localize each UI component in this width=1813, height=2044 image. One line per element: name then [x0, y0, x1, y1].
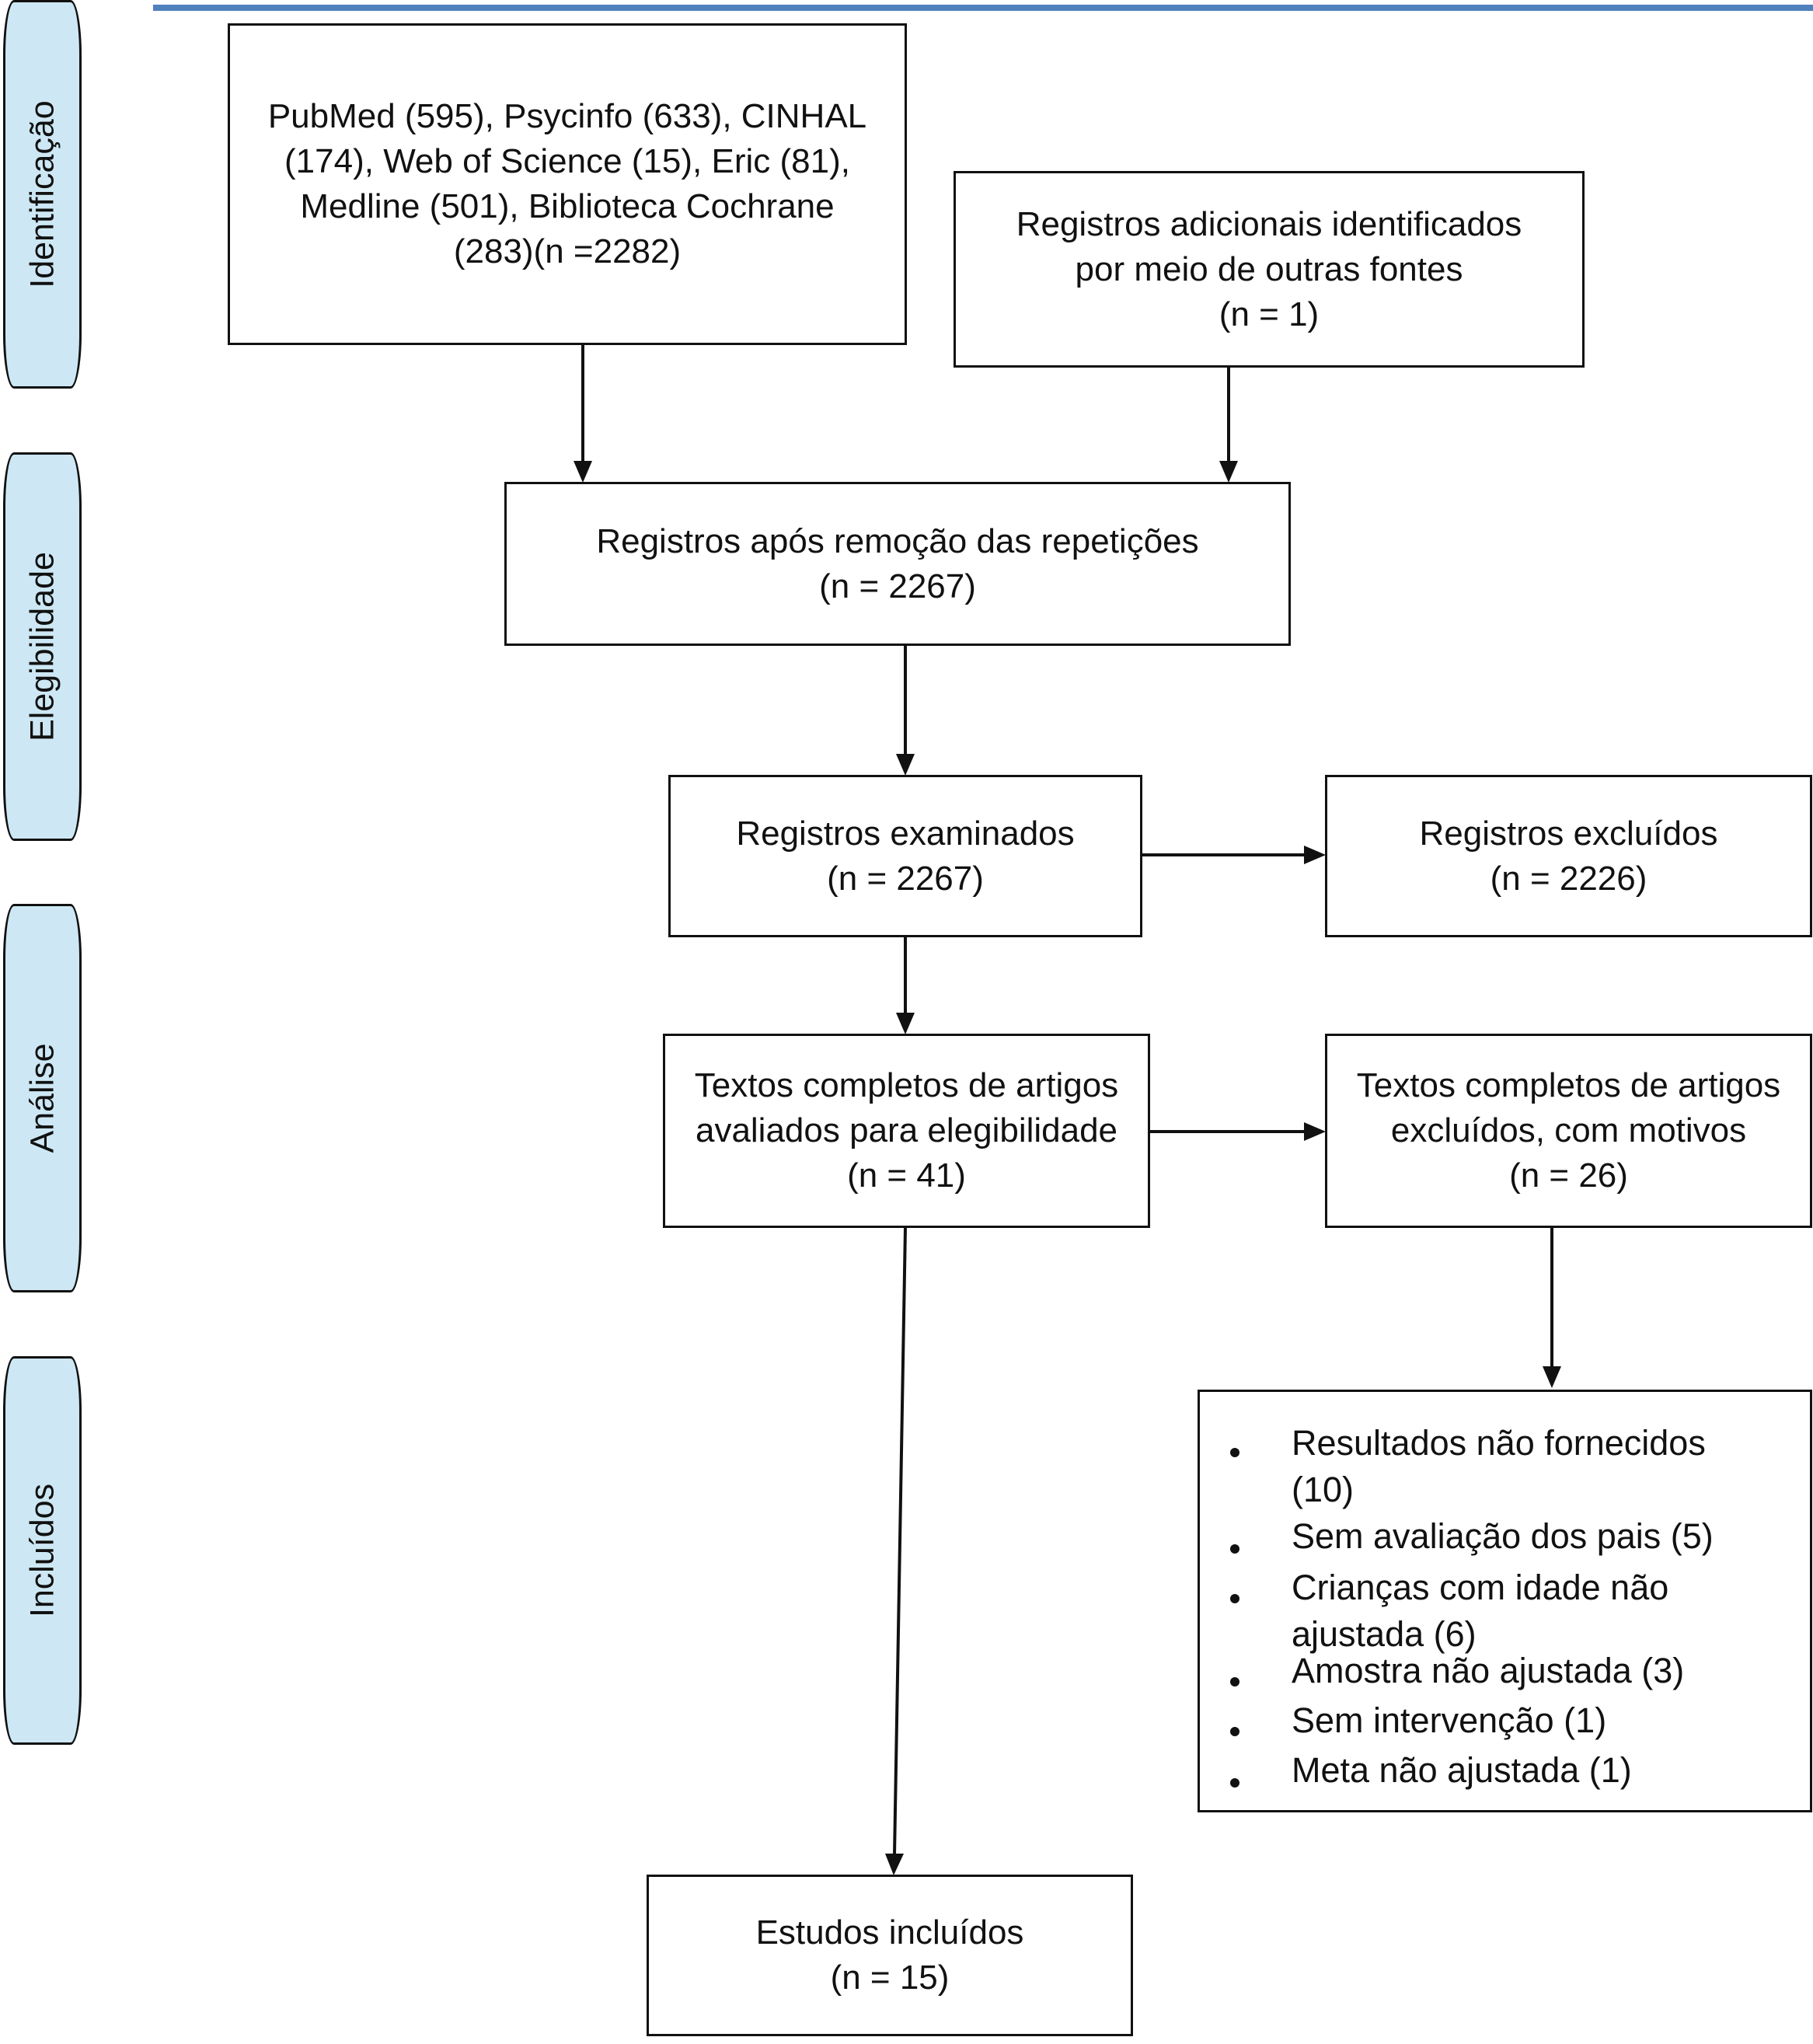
- bullet: [1230, 1778, 1239, 1788]
- box-text-line: Textos completos de artigos: [694, 1066, 1119, 1104]
- box-text-line: Registros adicionais identificados: [1016, 204, 1522, 243]
- box-text-line: (n = 1): [1219, 295, 1320, 333]
- bullet: [1230, 1594, 1239, 1603]
- reason-line: (10): [1292, 1470, 1355, 1509]
- bullet: [1230, 1677, 1239, 1686]
- box-text-line: avaliados para elegibilidade: [695, 1111, 1118, 1149]
- box-text-line: (n = 15): [830, 1959, 950, 1997]
- stage-incluidos: Incluídos: [3, 1356, 82, 1745]
- stage-elegibilidade: Elegibilidade: [3, 452, 82, 841]
- after-duplicates-box: Registros após remoção das repetições (n…: [504, 482, 1291, 646]
- box-text-line: Estudos incluídos: [755, 1913, 1024, 1952]
- top-rule: [153, 5, 1813, 11]
- additional-records-box: Registros adicionais identificados por m…: [954, 171, 1585, 368]
- box-text-line: (174), Web of Science (15), Eric (81),: [284, 142, 850, 180]
- box-text-line: PubMed (595), Psycinfo (633), CINHAL: [267, 97, 867, 135]
- reason-line: ajustada (6): [1292, 1614, 1477, 1654]
- box-text-line: Medline (501), Biblioteca Cochrane: [300, 187, 835, 225]
- screened-box: Registros examinados (n = 2267): [668, 775, 1142, 937]
- box-text-line: Registros examinados: [736, 814, 1075, 853]
- box-text-line: Registros após remoção das repetições: [596, 521, 1199, 560]
- box-text-line: (n = 26): [1509, 1156, 1628, 1195]
- included-box: Estudos incluídos (n = 15): [647, 1875, 1133, 2036]
- box-text-line: por meio de outras fontes: [1075, 249, 1463, 288]
- reason-line: Resultados não fornecidos: [1292, 1423, 1706, 1463]
- reason-text: Amostra não ajustada (3): [1292, 1651, 1685, 1690]
- exclusion-reasons-box: Resultados não fornecidos (10) Sem avali…: [1198, 1390, 1812, 1812]
- reason-line: Crianças com idade não: [1292, 1568, 1669, 1607]
- reason-text: Meta não ajustada (1): [1292, 1750, 1632, 1790]
- box-text-line: (n = 2267): [819, 567, 976, 605]
- bullet: [1230, 1544, 1239, 1554]
- reason-text: Crianças com idade não ajustada (6): [1292, 1564, 1668, 1658]
- reason-text: Sem avaliação dos pais (5): [1292, 1516, 1714, 1556]
- box-text-line: (283)(n =2282): [453, 232, 682, 270]
- excluded-box: Registros excluídos (n = 2226): [1325, 775, 1812, 937]
- full-text-box: Textos completos de artigos avaliados pa…: [663, 1034, 1150, 1228]
- box-text-line: (n = 41): [847, 1156, 966, 1195]
- box-text-line: (n = 2226): [1490, 859, 1647, 898]
- full-text-excluded-box: Textos completos de artigos excluídos, c…: [1325, 1034, 1812, 1228]
- bullet: [1230, 1448, 1239, 1457]
- reason-text: Resultados não fornecidos (10): [1292, 1420, 1706, 1513]
- stage-identificacao: Identificação: [3, 0, 82, 389]
- box-text-line: Registros excluídos: [1419, 814, 1718, 853]
- box-text-line: Textos completos de artigos: [1356, 1066, 1781, 1104]
- stage-analise: Análise: [3, 904, 82, 1292]
- bullet: [1230, 1727, 1239, 1736]
- reason-text: Sem intervenção (1): [1292, 1700, 1607, 1740]
- box-text-line: (n = 2267): [827, 859, 984, 898]
- box-text-line: excluídos, com motivos: [1390, 1111, 1747, 1149]
- databases-box: PubMed (595), Psycinfo (633), CINHAL (17…: [228, 23, 907, 345]
- arrow-fulltext-to-included: [893, 1226, 907, 1856]
